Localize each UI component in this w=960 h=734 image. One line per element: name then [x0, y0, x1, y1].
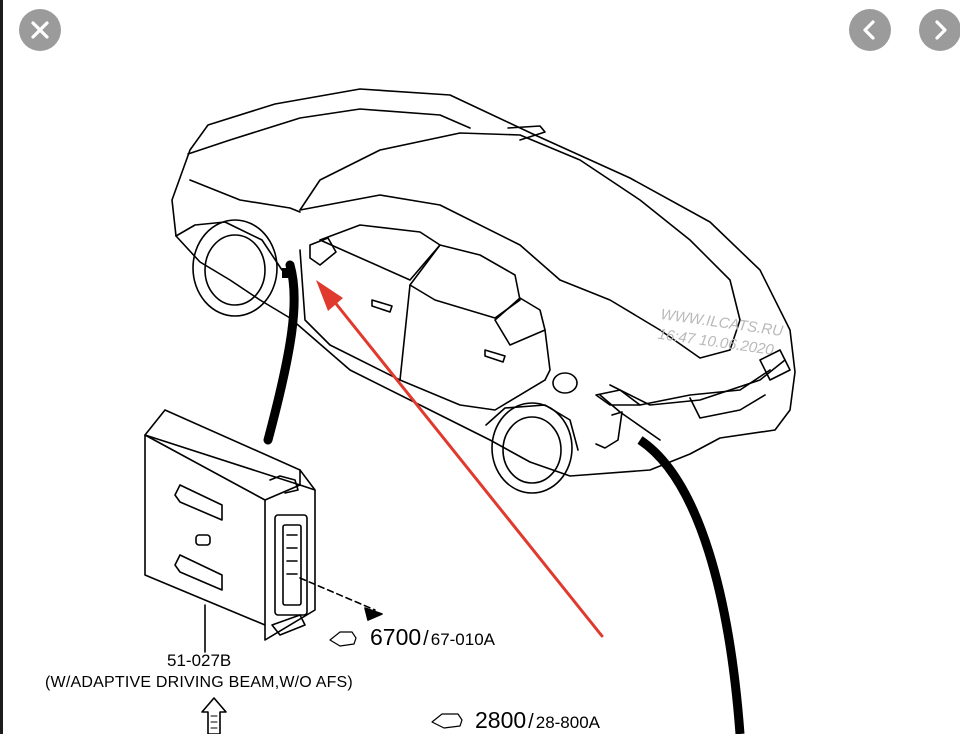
red-arrow: [323, 288, 604, 638]
next-button[interactable]: [919, 9, 960, 51]
chevron-right-icon: [935, 20, 947, 40]
harness-ref-icon: [431, 713, 463, 729]
close-x-icon: [31, 21, 49, 39]
up-arrow-icon: [201, 697, 227, 734]
ref-harness-code: 28-800A: [535, 713, 601, 732]
ref-connector-code: 67-010A: [430, 630, 496, 649]
connector-ref-icon: [329, 631, 357, 647]
part-number: 51-027B: [167, 651, 232, 670]
ref-harness-number: 2800: [475, 707, 527, 733]
ref-harness[interactable]: 2800/28-800A: [475, 707, 601, 733]
control-module-drawing: [144, 409, 316, 653]
front-connector-mark: [282, 268, 288, 278]
part-condition: (W/ADAPTIVE DRIVING BEAM,W/O AFS): [45, 674, 353, 691]
connector-leader: [299, 577, 376, 611]
car-body-outline: [171, 88, 796, 494]
harness-front: [263, 260, 299, 445]
chevron-left-icon: [863, 20, 875, 40]
close-button[interactable]: [19, 9, 61, 51]
harness-rear: [637, 436, 745, 734]
ref-connector-number: 6700: [370, 624, 422, 650]
previous-button[interactable]: [849, 9, 891, 51]
window-left-edge: [0, 0, 3, 734]
ref-connector[interactable]: 6700/67-010A: [370, 624, 496, 650]
